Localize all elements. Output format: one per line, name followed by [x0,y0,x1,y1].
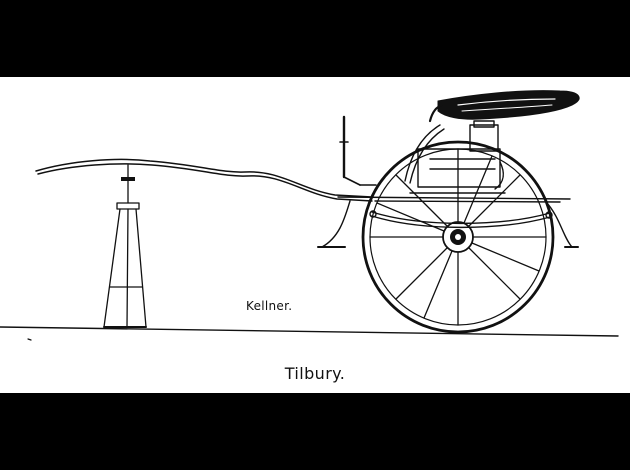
artist-signature: Kellner. [246,299,293,313]
carriage-wheel [361,140,555,334]
plate-caption: Tilbury. [284,364,346,383]
carriage-shafts [35,158,373,202]
dashboard [339,115,377,186]
ground-line [0,326,619,341]
carriage-frame [317,196,579,248]
tilbury-carriage-drawing [0,90,619,341]
carriage-stand [103,164,147,328]
seat-backrest [428,90,580,123]
engraving-plate: Kellner. Tilbury. [0,77,630,393]
carriage-body [404,120,506,194]
